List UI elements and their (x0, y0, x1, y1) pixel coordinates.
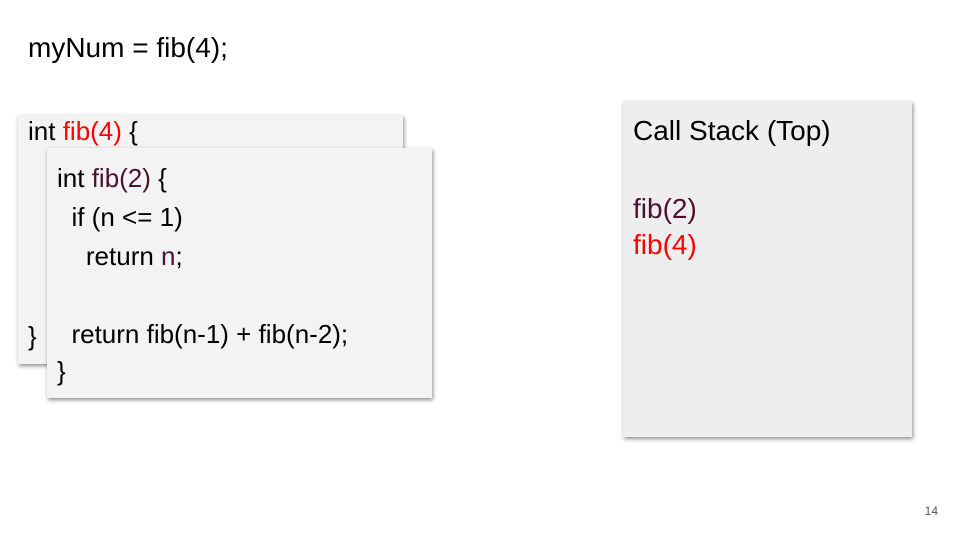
code-line-return-n: return n; (57, 237, 183, 276)
slide-title: myNum = fib(4); (28, 32, 228, 63)
return-keyword: return (57, 241, 162, 271)
front-frame-close-brace: } (57, 356, 66, 386)
back-frame-close-brace: } (28, 321, 37, 351)
open-brace: { (150, 163, 167, 193)
code-line-recursive-return: return fib(n-1) + fib(n-2); (57, 319, 349, 349)
semicolon: ; (175, 241, 183, 271)
open-brace: { (121, 116, 138, 146)
call-stack-item: fib(4) (633, 229, 697, 260)
front-stack-frame-card: int fib(2) { if (n <= 1) return n; retur… (47, 148, 432, 398)
back-frame-signature: int fib(4) { (28, 117, 138, 145)
keyword: int (57, 163, 92, 193)
back-frame-call: fib(4) (62, 116, 122, 146)
call-stack-panel: Call Stack (Top) fib(2) fib(4) (623, 101, 912, 437)
keyword: int (28, 116, 63, 146)
call-stack-title: Call Stack (Top) (633, 115, 831, 146)
page-number: 14 (924, 504, 938, 518)
call-stack-item: fib(2) (633, 193, 697, 224)
code-line-if: if (n <= 1) (57, 202, 183, 232)
variable-n: n (161, 241, 176, 271)
front-frame-call: fib(2) (91, 163, 151, 193)
front-frame-signature: int fib(2) { (57, 159, 167, 198)
